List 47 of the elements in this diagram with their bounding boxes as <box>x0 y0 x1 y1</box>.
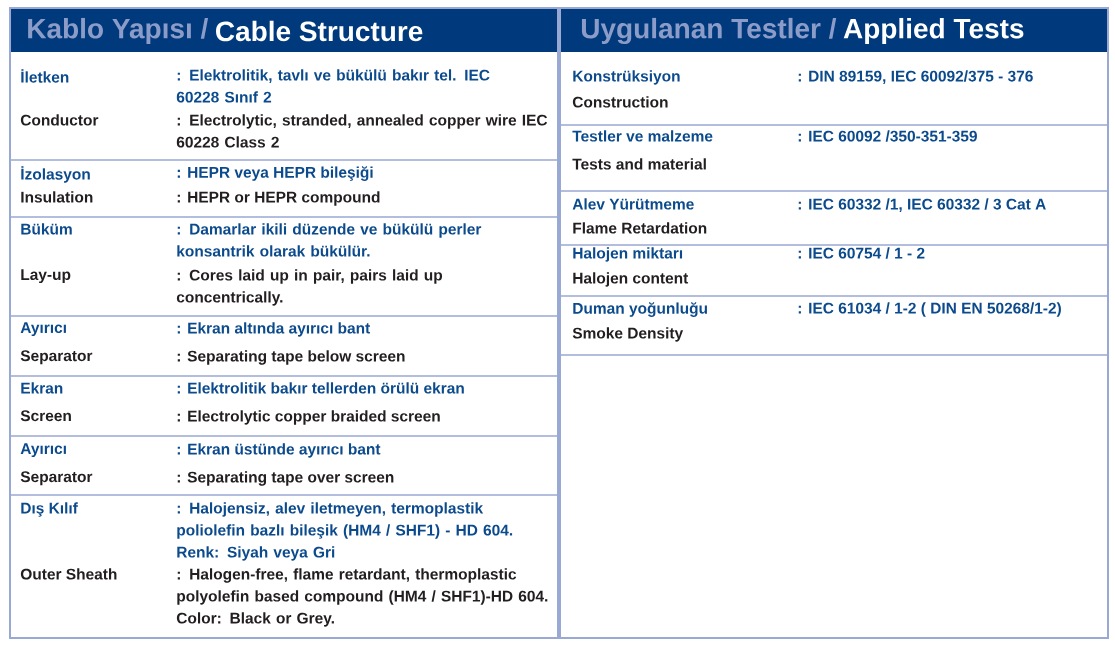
heading-text: Applied Tests <box>843 17 1024 45</box>
row-label: Construction <box>572 96 668 108</box>
row-label: Tests and material <box>572 158 706 170</box>
row-value: : Halogen-free, flame retardant, thermoplastic polyolefin based compound (HM4 / SHF1)-HD 604. Color: Black or Grey. <box>176 568 548 627</box>
row-label: Alev Yürütmeme <box>572 198 694 210</box>
heading-text: Kablo Yapısı / <box>28 17 209 45</box>
row-value: : Electrolytic, stranded, annealed copper wire IEC 60228 Class 2 <box>176 114 548 148</box>
row-label: Outer Sheath <box>20 568 117 580</box>
row-value: : Ekran altında ayırıcı bant <box>177 322 371 337</box>
row-label: Büküm <box>21 223 72 235</box>
row-label: Dış Kılıf <box>21 502 78 517</box>
row-label: Ekran <box>21 382 63 394</box>
heading-text: Uygulanan Testler / <box>581 17 837 45</box>
row-label: İletken <box>21 69 69 83</box>
heading-text: Cable Structure <box>216 20 423 42</box>
row-label: Ayırıcı <box>20 443 66 458</box>
row-value: : Electrolytic copper braided screen <box>177 410 440 425</box>
row-value: : DIN 89159, IEC 60092/375 - 376 <box>798 70 1033 84</box>
row-value: : HEPR or HEPR compound <box>177 191 380 206</box>
row-value: : IEC 60092 /350-351-359 <box>798 130 977 142</box>
row-label: Lay-up <box>21 269 71 284</box>
row-value: : IEC 60754 / 1 - 2 <box>798 247 925 259</box>
row-label: Conductor <box>20 114 99 126</box>
row-label: Ayırıcı <box>20 322 66 337</box>
row-label: Flame Retardation <box>573 222 707 234</box>
row-label: Duman yoğunluğu <box>573 302 707 317</box>
row-value: : Elektrolitik, tavlı ve bükülü bakır tel. IEC 60228 Sınıf 2 <box>176 69 490 103</box>
row-label: Testler ve malzeme <box>572 130 713 142</box>
row-value: : Halojensiz, alev iletmeyen, termoplastik poliolefin bazlı bileşik (HM4 / SHF1) - HD 604. Renk: Siyah veya Gri <box>177 502 513 561</box>
row-label: Screen <box>20 410 71 422</box>
row-label: Halojen content <box>573 272 689 287</box>
row-value: : Damarlar ikili düzende ve bükülü perler konsantrik olarak bükülür. <box>177 223 482 257</box>
row-label: Halojen miktarı <box>573 247 683 262</box>
row-label: Insulation <box>21 191 93 203</box>
row-value: : Elektrolitik bakır tellerden örülü ekran <box>177 382 464 394</box>
row-value: : Separating tape below screen <box>177 350 405 365</box>
row-value: : HEPR veya HEPR bileşiği <box>177 166 373 181</box>
row-value: : IEC 61034 / 1-2 ( DIN EN 50268/1-2) <box>798 302 1061 317</box>
row-label: İzolasyon <box>21 166 90 183</box>
row-value: : Ekran üstünde ayırıcı bant <box>177 443 381 458</box>
row-value: : IEC 60332 /1, IEC 60332 / 3 Cat A <box>798 198 1046 212</box>
row-value: : Cores laid up in pair, pairs laid up concentrically. <box>176 269 443 306</box>
row-label: Separator <box>20 471 93 486</box>
row-label: Konstrüksiyon <box>573 70 680 85</box>
row-label: Smoke Density <box>572 327 684 342</box>
row-label: Separator <box>20 350 93 365</box>
row-value: : Separating tape over screen <box>177 471 394 486</box>
